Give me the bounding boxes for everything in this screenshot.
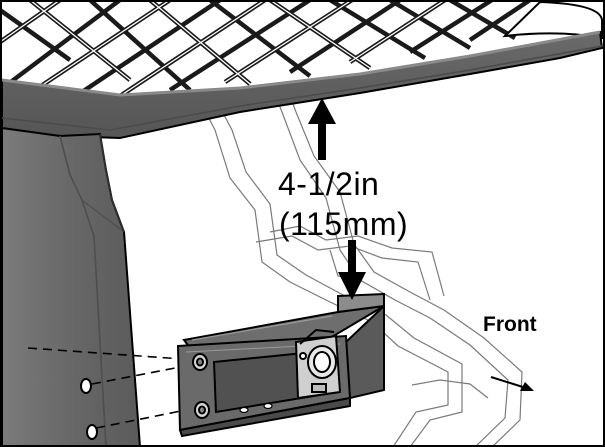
mounting-bracket <box>176 292 385 438</box>
dimension-label-metric: (115mm) <box>279 206 409 242</box>
down-arrow-icon <box>338 240 366 300</box>
mesh-basket <box>0 0 603 102</box>
bracket-hardware <box>294 328 342 400</box>
up-arrow-icon <box>308 98 336 160</box>
direction-arrow-icon <box>490 376 534 391</box>
dimension-label-imperial: 4-1/2in <box>278 166 380 202</box>
mount-hole-lower <box>86 424 98 440</box>
alignment-dashed-lines <box>27 347 197 429</box>
mount-hole-upper <box>80 378 92 394</box>
front-direction-label: Front <box>483 313 537 336</box>
